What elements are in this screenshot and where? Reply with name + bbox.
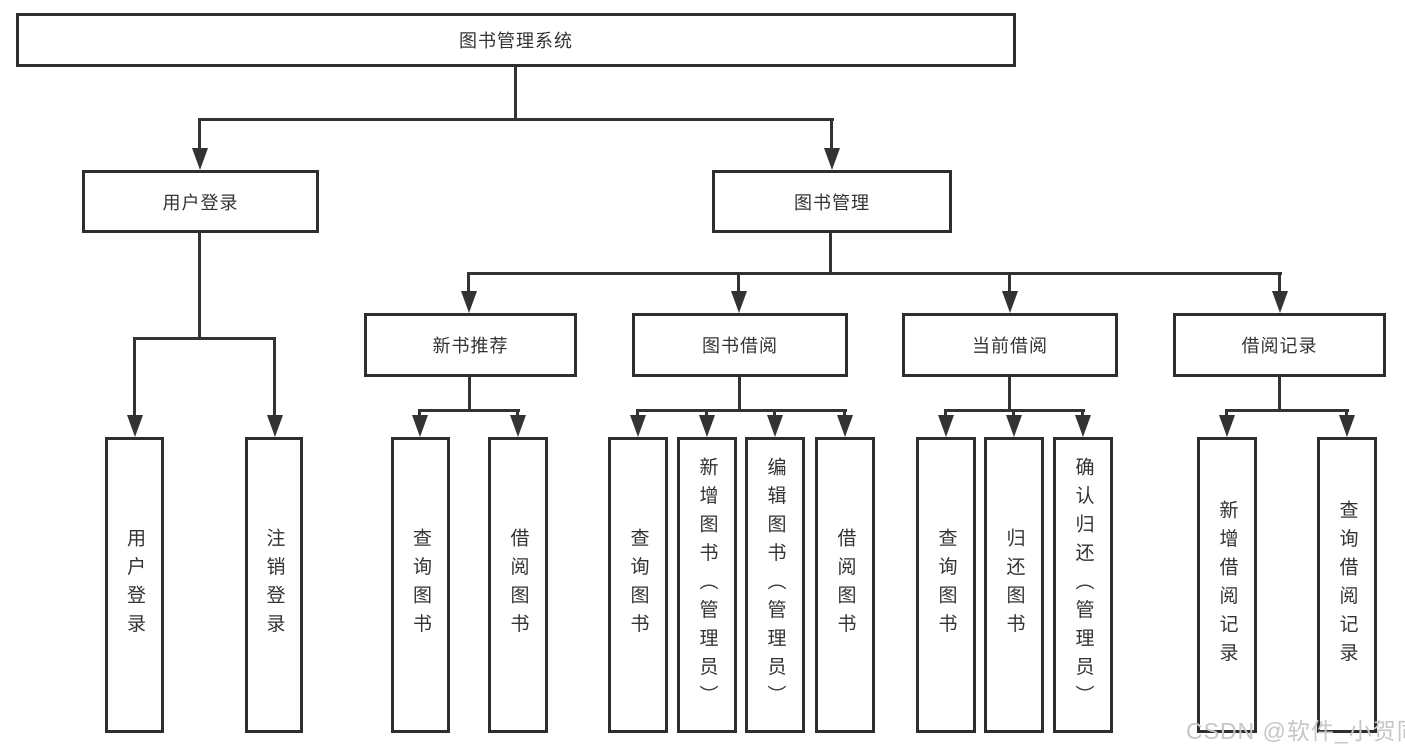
leaf-add-borrow-record-label: 新增借阅记录 [1216,499,1238,671]
connector-drop [273,337,276,417]
arrow-down-icon [1219,415,1235,437]
arrow-down-icon [192,148,208,170]
node-new-book-recommend: 新书推荐 [364,313,577,377]
arrow-down-icon [1002,291,1018,313]
arrow-down-icon [837,415,853,437]
arrow-down-icon [1272,291,1288,313]
node-book-borrow-label: 图书借阅 [702,336,778,356]
leaf-user-login-label: 用户登录 [124,528,145,642]
arrow-down-icon [731,291,747,313]
watermark: CSDN @软件_小贺同学 [1186,718,1405,744]
leaf-borrow-book-a: 借阅图书 [488,437,548,733]
connector-login-bar [133,337,276,340]
node-book-management-label: 图书管理 [794,192,870,213]
arrow-down-icon [1006,415,1022,437]
arrow-down-icon [767,415,783,437]
node-user-login-label: 用户登录 [162,192,239,213]
node-borrow-records-label: 借阅记录 [1241,336,1318,356]
leaf-query-book-a: 查询图书 [391,437,450,733]
leaf-borrow-book-a-label: 借阅图书 [507,528,529,642]
leaf-query-book-b-label: 查询图书 [627,528,649,642]
arrow-down-icon [412,415,428,437]
arrow-down-icon [699,415,715,437]
connector-sectionA-stem [468,377,471,409]
leaf-add-book-admin-label: 新增图书（管理员） [696,456,718,714]
leaf-edit-book-admin-label: 编辑图书（管理员） [764,456,786,714]
node-borrow-records: 借阅记录 [1173,313,1386,377]
leaf-return-book-label: 归还图书 [1003,528,1025,642]
connector-drop [467,272,470,294]
leaf-query-book-a-label: 查询图书 [410,528,431,642]
connector-drop [636,409,639,417]
leaf-return-book: 归还图书 [984,437,1044,733]
connector-drop [830,118,833,150]
node-book-management: 图书管理 [712,170,952,233]
leaf-borrow-book-b: 借阅图书 [815,437,875,733]
arrow-down-icon [1339,415,1355,437]
connector-sectionC-stem [1008,377,1011,409]
leaf-user-login: 用户登录 [105,437,164,733]
node-root: 图书管理系统 [16,13,1016,67]
connector-drop [133,337,136,417]
connector-sectionB-bar [636,409,847,412]
node-current-borrow: 当前借阅 [902,313,1118,377]
node-current-borrow-label: 当前借阅 [972,336,1048,356]
connector-drop [1008,272,1011,294]
connector-mgmt-bar [468,272,1282,275]
arrow-down-icon [510,415,526,437]
connector-drop [198,118,201,150]
leaf-confirm-return-admin-label: 确认归还（管理员） [1072,456,1094,714]
arrow-down-icon [461,291,477,313]
leaf-query-book-c-label: 查询图书 [935,528,957,642]
arrow-down-icon [824,148,840,170]
arrow-down-icon [267,415,283,437]
connector-drop [737,272,740,294]
connector-drop [516,409,519,417]
arrow-down-icon [127,415,143,437]
leaf-query-borrow-record-label: 查询借阅记录 [1336,499,1358,671]
leaf-query-book-c: 查询图书 [916,437,976,733]
node-user-login: 用户登录 [82,170,319,233]
leaf-query-borrow-record: 查询借阅记录 [1317,437,1377,733]
connector-root-bar [198,118,834,121]
connector-drop [418,409,421,417]
connector-drop [843,409,846,417]
node-root-label: 图书管理系统 [459,31,573,51]
connector-drop [1278,272,1281,294]
connector-sectionA-bar [418,409,520,412]
connector-drop [1345,409,1348,417]
connector-mgmt-stem [829,233,832,272]
leaf-add-book-admin: 新增图书（管理员） [677,437,737,733]
arrow-down-icon [1075,415,1091,437]
leaf-confirm-return-admin: 确认归还（管理员） [1053,437,1113,733]
leaf-logout: 注销登录 [245,437,303,733]
leaf-logout-label: 注销登录 [263,528,285,642]
connector-drop [1225,409,1228,417]
connector-drop [705,409,708,417]
connector-drop [773,409,776,417]
leaf-query-book-b: 查询图书 [608,437,668,733]
connector-drop [1081,409,1084,417]
arrow-down-icon [938,415,954,437]
leaf-borrow-book-b-label: 借阅图书 [834,528,856,642]
node-new-book-recommend-label: 新书推荐 [432,336,509,356]
leaf-add-borrow-record: 新增借阅记录 [1197,437,1257,733]
connector-sectionD-stem [1278,377,1281,409]
connector-root-stem [514,67,517,118]
arrow-down-icon [630,415,646,437]
connector-sectionB-stem [738,377,741,409]
connector-sectionD-bar [1225,409,1349,412]
connector-drop [944,409,947,417]
node-book-borrow: 图书借阅 [632,313,848,377]
leaf-edit-book-admin: 编辑图书（管理员） [745,437,805,733]
connector-drop [1012,409,1015,417]
connector-login-stem [198,233,201,337]
